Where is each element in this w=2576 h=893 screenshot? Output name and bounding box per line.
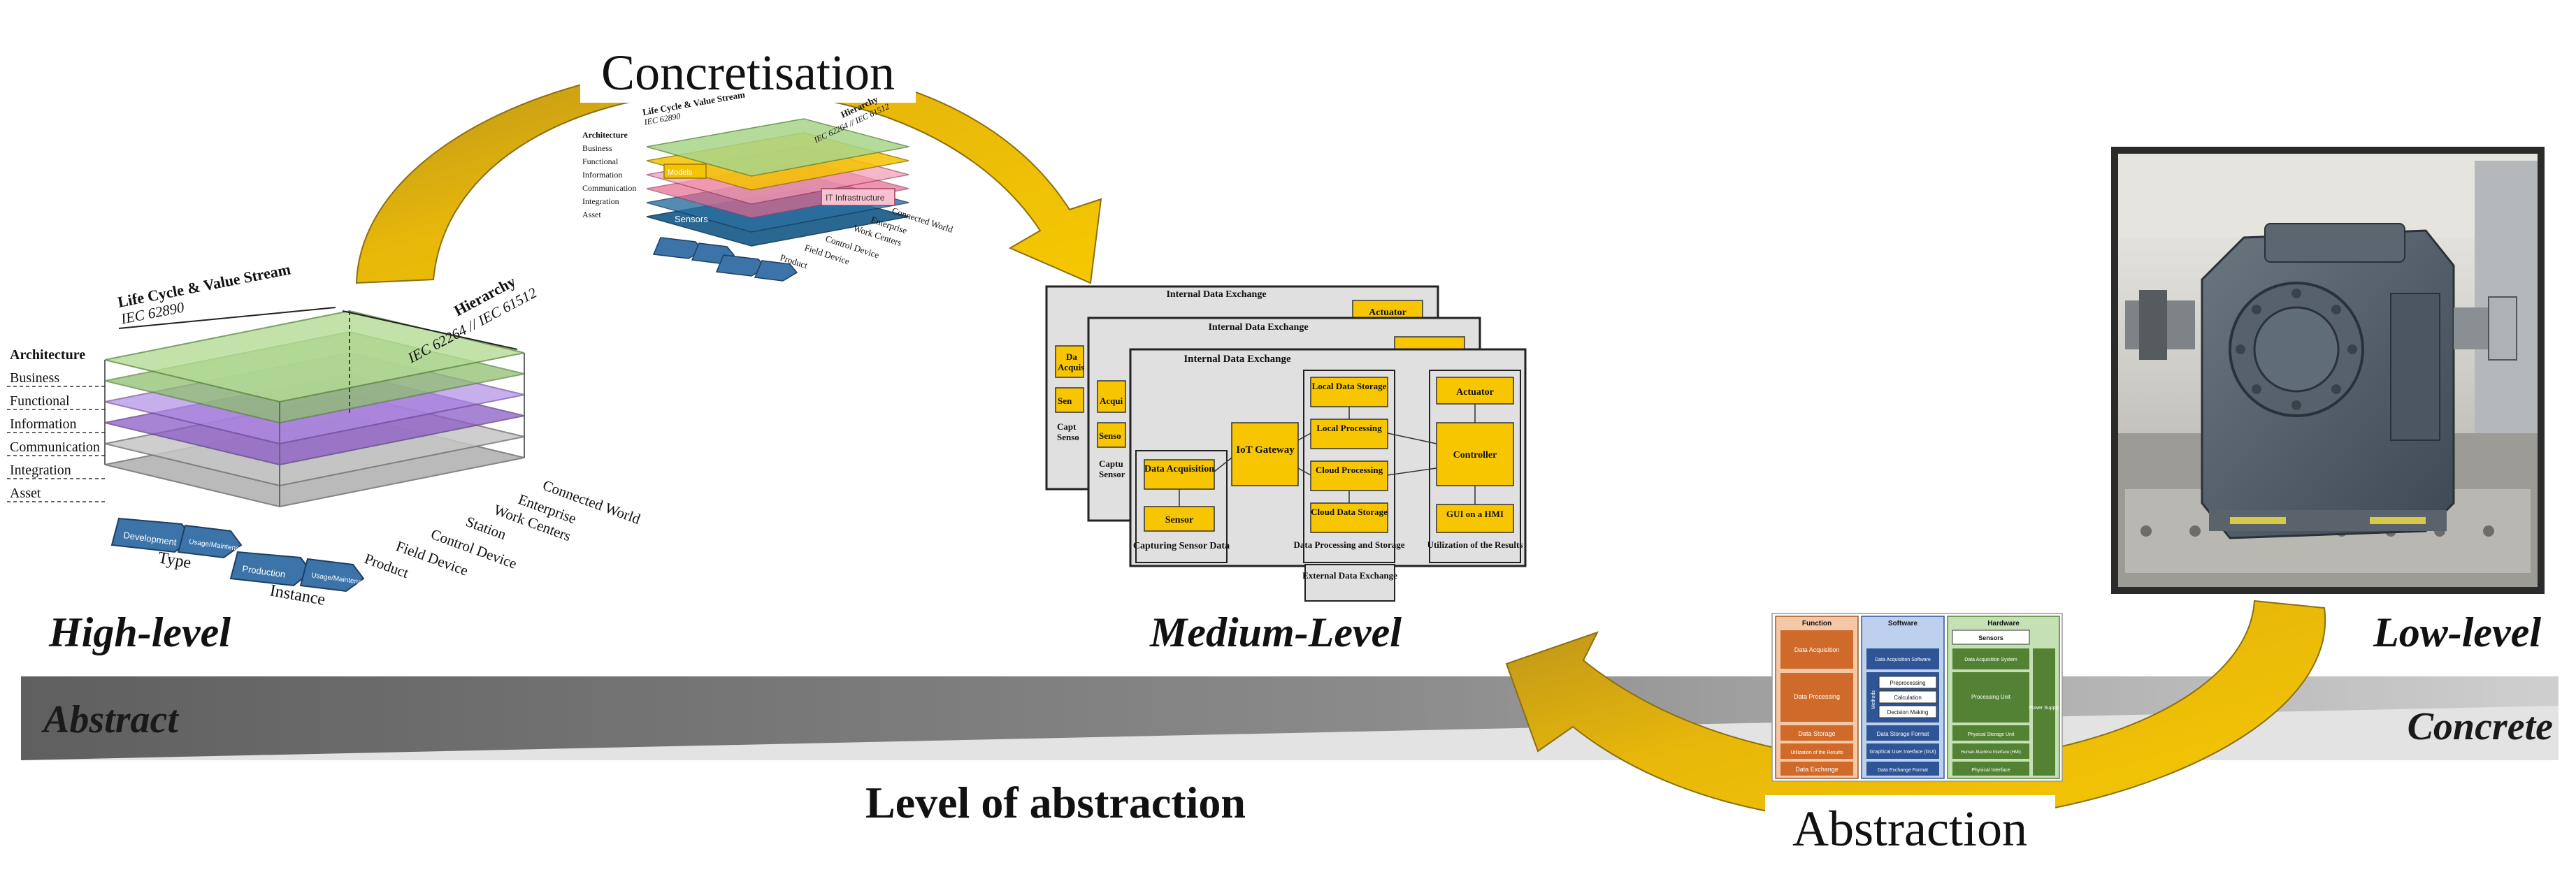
- abstract-label: Abstract: [41, 698, 179, 741]
- actuator-box: [1436, 377, 1514, 405]
- small-tag-sensors: Sensors: [675, 214, 708, 224]
- iot-gateway-box: [1231, 422, 1299, 486]
- small-layer-communication: Communication: [582, 183, 636, 193]
- actuator-label: Actuator: [1456, 387, 1494, 398]
- hw-data-acquisition-system: Data Acquisition System: [1964, 658, 2017, 662]
- layer-communication: Communication: [10, 440, 100, 455]
- utilization-label: Utilization of the Results: [1427, 539, 1523, 550]
- data-processing-storage-label: Data Processing and Storage: [1293, 539, 1404, 550]
- fn-data-processing: Data Processing: [1794, 693, 1840, 700]
- layer-asset: Asset: [10, 486, 41, 501]
- bg-frag-da: Da: [1066, 351, 1077, 362]
- gearbox-photo: [2111, 147, 2545, 594]
- bg-frag-sen: Sen: [1058, 395, 1072, 406]
- cloud-processing-box: [1310, 460, 1388, 491]
- external-data-exchange-label: External Data Exchange: [1302, 570, 1397, 581]
- sw-data-acquisition-software: Data Acquisition Software: [1875, 658, 1931, 662]
- sw-data-exchange-format: Data Exchange Format: [1878, 768, 1928, 773]
- bg-internal-exchange-2: Internal Data Exchange: [1208, 322, 1308, 333]
- capturing-sensor-data-label: Capturing Sensor Data: [1133, 541, 1230, 551]
- concretisation-arrow: Concretisation: [355, 38, 1102, 284]
- fn-data-acquisition: Data Acquisition: [1794, 646, 1840, 653]
- data-acquisition-label: Data Acquisition: [1144, 464, 1214, 474]
- header-software: Software: [1888, 620, 1918, 627]
- medium-level-label: Medium-Level: [1149, 609, 1402, 655]
- hw-hmi: Human-Machine Interface (HMI): [1961, 750, 2021, 755]
- small-tag-it-infrastructure: IT Infrastructure: [826, 193, 885, 203]
- small-layer-business: Business: [582, 143, 612, 153]
- controller-label: Controller: [1453, 450, 1497, 460]
- medium-level-diagram: Internal Data Exchange Actuator Da Acqui…: [1045, 285, 1527, 602]
- sensor-box: [1144, 506, 1215, 532]
- layer-information: Information: [10, 416, 77, 432]
- bg-internal-exchange-1: Internal Data Exchange: [1166, 289, 1266, 300]
- internal-data-exchange: Internal Data Exchange: [1183, 354, 1291, 365]
- bg-actuator-1: Actuator: [1369, 307, 1406, 318]
- hw-physical-storage-unit: Physical Storage Unit: [1968, 732, 2015, 737]
- hw-processing-unit: Processing Unit: [1971, 694, 2011, 700]
- sw-decision-making: Decision Making: [1887, 709, 1929, 716]
- sw-calculation: Calculation: [1894, 695, 1922, 701]
- high-level-label: High-level: [48, 609, 231, 655]
- sw-gui: Graphical User Interface (GUI): [1870, 750, 1936, 755]
- gui-hmi-label: GUI on a HMI: [1446, 509, 1504, 519]
- iot-gateway-label: IoT Gateway: [1236, 444, 1295, 456]
- type-instance-arrows: Development Usage/Maintenance Production…: [110, 517, 374, 609]
- fn-data-exchange: Data Exchange: [1795, 766, 1839, 773]
- bg-frag-capt: Capt: [1057, 421, 1077, 432]
- low-level-label: Low-level: [2373, 609, 2541, 655]
- data-acquisition-box: [1144, 459, 1215, 490]
- small-layer-information: Information: [582, 170, 622, 180]
- hw-power-supply: Power Supply: [2029, 706, 2059, 711]
- local-data-storage-label: Local Data Storage: [1312, 381, 1387, 391]
- sw-data-storage-format: Data Storage Format: [1877, 731, 1929, 737]
- abstraction-arrow: Abstraction: [1505, 600, 2326, 859]
- header-hardware: Hardware: [1987, 620, 2020, 627]
- small-tag-models: Models: [668, 168, 693, 177]
- hw-physical-interface: Physical Interface: [1971, 768, 2010, 773]
- bg-frag-senso-2: Senso: [1099, 430, 1121, 441]
- bg-frag-captu: Captu: [1099, 458, 1123, 469]
- architecture-label: Architecture: [10, 347, 85, 363]
- layer-integration: Integration: [10, 463, 71, 478]
- small-architecture: Architecture: [582, 130, 628, 140]
- header-function: Function: [1802, 620, 1832, 627]
- fn-data-storage: Data Storage: [1798, 730, 1835, 737]
- small-layer-integration: Integration: [582, 196, 619, 206]
- sensor-label: Sensor: [1165, 515, 1193, 525]
- small-layer-functional: Functional: [582, 157, 619, 166]
- curved-arrow-icon: [355, 62, 1102, 284]
- local-processing-box: [1310, 419, 1388, 449]
- concretisation-label: Concretisation: [601, 45, 895, 101]
- small-layer-asset: Asset: [582, 210, 601, 219]
- axis-title: Level of abstraction: [865, 778, 1246, 827]
- layer-functional: Functional: [10, 393, 70, 409]
- cloud-processing-label: Cloud Processing: [1316, 465, 1383, 475]
- fn-utilization: Utilization of the Results: [1790, 750, 1843, 755]
- local-processing-label: Local Processing: [1316, 423, 1382, 433]
- rami-model-large: Life Cycle & Value Stream IEC 62890 Hier…: [7, 260, 643, 609]
- hw-sensors: Sensors: [1978, 634, 2003, 641]
- cloud-data-storage-label: Cloud Data Storage: [1311, 507, 1388, 517]
- bg-frag-acqui: Acqui: [1100, 395, 1123, 406]
- fsh-table: Function Data Acquisition Data Processin…: [1771, 613, 2063, 782]
- sw-methods: Methods: [1871, 690, 1876, 709]
- abstraction-label: Abstraction: [1792, 801, 2027, 857]
- concrete-label: Concrete: [2408, 705, 2553, 748]
- local-data-storage-box: [1310, 377, 1388, 407]
- bg-frag-senso: Senso: [1057, 432, 1079, 442]
- curved-arrow-icon: [1505, 600, 2326, 825]
- gui-hmi-box: [1436, 504, 1514, 533]
- bg-frag-sensor: Sensor: [1099, 469, 1125, 479]
- bg-frag-acquis: Acquis: [1058, 362, 1084, 372]
- sw-preprocessing: Preprocessing: [1890, 680, 1925, 686]
- life-cycle-label: Life Cycle & Value Stream: [116, 260, 292, 310]
- layer-business: Business: [10, 370, 59, 386]
